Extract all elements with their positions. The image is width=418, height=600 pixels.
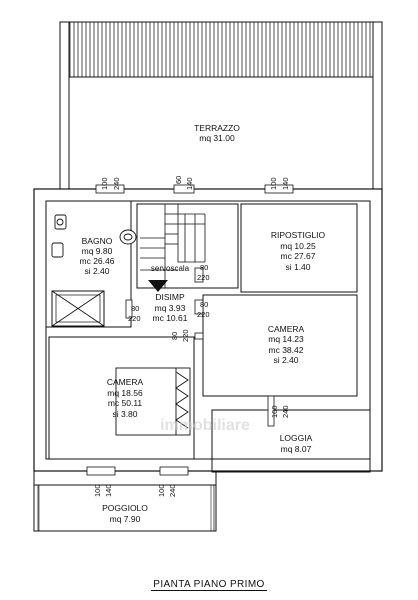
doors [86, 184, 294, 476]
room-disimp: servoscala DISIMP mq 3.93 mc 10.61 [151, 264, 190, 323]
inner-outline [45, 200, 371, 460]
camera-right-mc: mc 38.42 [269, 345, 304, 355]
dim-label: 100 [157, 484, 166, 497]
bagno-name: BAGNO [82, 236, 113, 246]
room-poggiolo: POGGIOLO mq 7.90 [102, 503, 148, 524]
walls [33, 188, 383, 473]
dim-label: 100 [93, 484, 102, 497]
dim-label: 240 [281, 405, 290, 418]
room-terrazzo: TERRAZZO mq 31.00 [194, 123, 240, 143]
dim-label: 220 [197, 273, 210, 282]
dim-label: 140 [185, 177, 194, 190]
bagno-mc: mc 26.46 [80, 256, 115, 266]
dim-label: 60 [174, 176, 183, 184]
shower [51, 290, 105, 327]
dim-label: 140 [104, 484, 113, 497]
room-loggia: LOGGIA mq 8.07 [280, 433, 313, 454]
camera-right-si: si 2.40 [273, 355, 298, 365]
loggia-walls [211, 409, 371, 473]
plan-title-text: PIANTA PIANO PRIMO [151, 579, 267, 591]
stair-walls [136, 203, 239, 289]
dim-label: 220 [197, 310, 210, 319]
servoscala-label: servoscala [151, 264, 190, 273]
loggia-mq: mq 8.07 [281, 444, 312, 454]
disimp-name: DISIMP [155, 292, 185, 302]
dim-label: 220 [128, 314, 141, 323]
disimp-mq: mq 3.93 [155, 303, 186, 313]
dim-label: 80 [200, 300, 208, 309]
bidet-icon [51, 242, 64, 258]
disimp-mc: mc 10.61 [153, 313, 188, 323]
room-camera-left: CAMERA mq 18.56 mc 50.11 si 3.80 [107, 377, 144, 419]
ripostiglio-mc: mc 27.67 [281, 251, 316, 261]
room-bagno: BAGNO mq 9.80 mc 26.46 si 2.40 [80, 236, 115, 276]
terrazzo-railing-top [68, 21, 374, 78]
terrazzo-area [59, 21, 383, 190]
plan-title: PIANTA PIANO PRIMO [0, 579, 418, 591]
bagno-mq: mq 9.80 [82, 246, 113, 256]
terrazzo-name: TERRAZZO [194, 123, 240, 133]
dim-label: 240 [168, 484, 177, 497]
loggia-name: LOGGIA [280, 433, 313, 443]
dimension-labels: 100 240 60 140 100 140 80 220 80 220 80 … [93, 176, 290, 497]
camera-right-walls [202, 294, 358, 397]
terrazzo-area-value: mq 31.00 [199, 133, 235, 143]
camera-left-mc: mc 50.11 [108, 398, 143, 408]
dim-label: 80 [131, 304, 139, 313]
servoscala-arrow-icon [148, 280, 168, 292]
dim-label: 80 [200, 263, 208, 272]
room-ripostiglio: RIPOSTIGLIO mq 10.25 mc 27.67 si 1.40 [271, 230, 326, 272]
dim-label: 100 [270, 405, 279, 418]
camera-left-walls [48, 336, 195, 460]
ripostiglio-mq: mq 10.25 [280, 241, 316, 251]
dim-label: 140 [281, 177, 290, 190]
camera-left-si: si 3.80 [112, 409, 137, 419]
ripostiglio-name: RIPOSTIGLIO [271, 230, 326, 240]
camera-left-name: CAMERA [107, 377, 144, 387]
poggiolo-name: POGGIOLO [102, 503, 148, 513]
camera-right-name: CAMERA [268, 324, 305, 334]
bagno-si: si 2.40 [84, 266, 109, 276]
outer-wall [33, 188, 383, 472]
poggiolo-mq: mq 7.90 [110, 514, 141, 524]
terrazzo-railing-right [372, 21, 383, 190]
dim-label: 100 [269, 177, 278, 190]
ripostiglio-si: si 1.40 [285, 262, 310, 272]
bed-icon [115, 367, 191, 436]
bagno-walls [45, 200, 132, 328]
staircase [140, 204, 206, 288]
watermark: immobiliare [160, 417, 250, 434]
dim-label: 80 [170, 332, 179, 340]
terrazzo-railing-left [59, 21, 70, 190]
fixtures [51, 214, 137, 258]
room-camera-right: CAMERA mq 14.23 mc 38.42 si 2.40 [268, 324, 305, 365]
camera-right-mq: mq 14.23 [268, 334, 304, 344]
camera-left-mq: mq 18.56 [107, 388, 143, 398]
poggiolo-area [33, 471, 217, 532]
ripostiglio-walls [240, 203, 358, 293]
dim-label: 240 [112, 177, 121, 190]
dim-label: 100 [100, 177, 109, 190]
dim-label: 220 [181, 329, 190, 342]
